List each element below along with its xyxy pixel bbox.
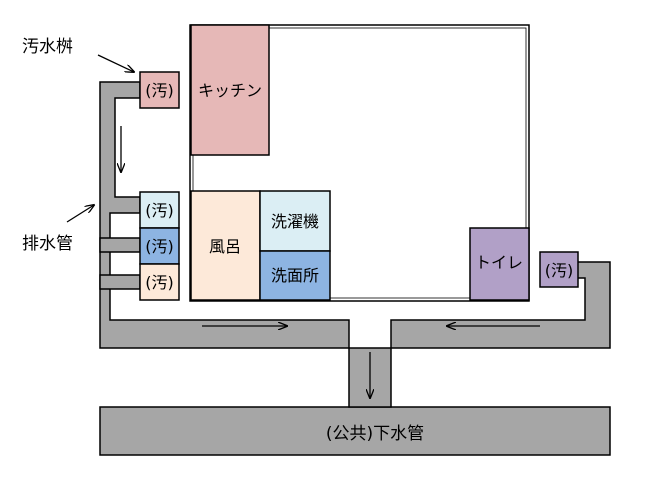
public-sewer-pipe bbox=[99, 406, 611, 456]
kitchen-catch-basin bbox=[139, 71, 180, 109]
bath-catch-basin-label: (汚) bbox=[145, 273, 174, 292]
washroom-label: 洗面所 bbox=[271, 266, 319, 285]
washroom-catch-basin bbox=[139, 227, 180, 265]
kitchen-catch-basin-label: (汚) bbox=[145, 81, 174, 100]
laundry-label: 洗濯機 bbox=[271, 212, 319, 231]
drain-pipe-callout-arrow bbox=[66, 205, 94, 223]
toilet-catch-basin-label: (汚) bbox=[545, 261, 574, 280]
kitchen-label: キッチン bbox=[198, 81, 262, 100]
house-outline-inner bbox=[192, 27, 527, 299]
washroom-room bbox=[259, 250, 331, 301]
bath-label: 風呂 bbox=[209, 237, 241, 256]
toilet-label: トイレ bbox=[475, 253, 523, 272]
drain-branch-washroom bbox=[99, 237, 141, 253]
bath-catch-basin bbox=[139, 263, 180, 301]
washroom-catch-basin-label: (汚) bbox=[145, 237, 174, 256]
catch-basin-callout-label: 汚水桝 bbox=[22, 37, 73, 57]
laundry-catch-basin-label: (汚) bbox=[145, 201, 174, 220]
toilet-catch-basin bbox=[539, 251, 579, 288]
toilet-room bbox=[469, 227, 530, 301]
drain-pipe-callout-label: 排水管 bbox=[22, 234, 73, 254]
drain-branch-bath bbox=[99, 274, 141, 290]
laundry-catch-basin bbox=[139, 191, 180, 229]
bath-room bbox=[190, 190, 261, 301]
catch-basin-callout-arrow bbox=[97, 54, 134, 72]
public-sewer-label: (公共)下水管 bbox=[326, 424, 424, 444]
kitchen-room bbox=[190, 24, 270, 156]
